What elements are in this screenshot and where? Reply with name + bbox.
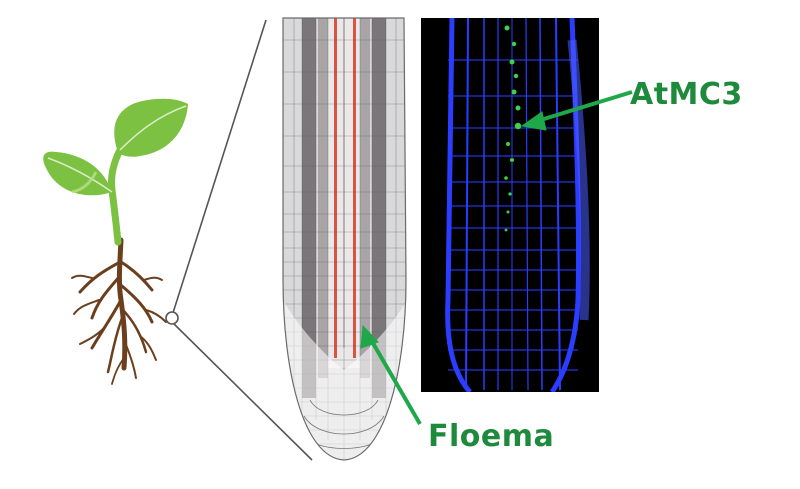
roots bbox=[71, 237, 167, 385]
atmc3-label: AtMC3 bbox=[630, 77, 743, 112]
floema-arrowhead bbox=[360, 324, 379, 349]
root-tip-schematic bbox=[282, 17, 407, 461]
zoom-callout bbox=[165, 19, 313, 461]
stem bbox=[108, 146, 124, 246]
right-leaf bbox=[114, 98, 188, 157]
atmc3-arrow bbox=[533, 90, 633, 124]
confocal-micrograph bbox=[421, 18, 599, 392]
seedling-illustration bbox=[43, 98, 188, 385]
zoom-origin-circle bbox=[165, 311, 179, 325]
annotation-arrows bbox=[360, 90, 633, 426]
floema-arrow bbox=[368, 336, 422, 426]
atmc3-arrowhead bbox=[520, 111, 547, 131]
floema-label: Floema bbox=[428, 419, 555, 454]
gfp-signal bbox=[504, 25, 522, 232]
